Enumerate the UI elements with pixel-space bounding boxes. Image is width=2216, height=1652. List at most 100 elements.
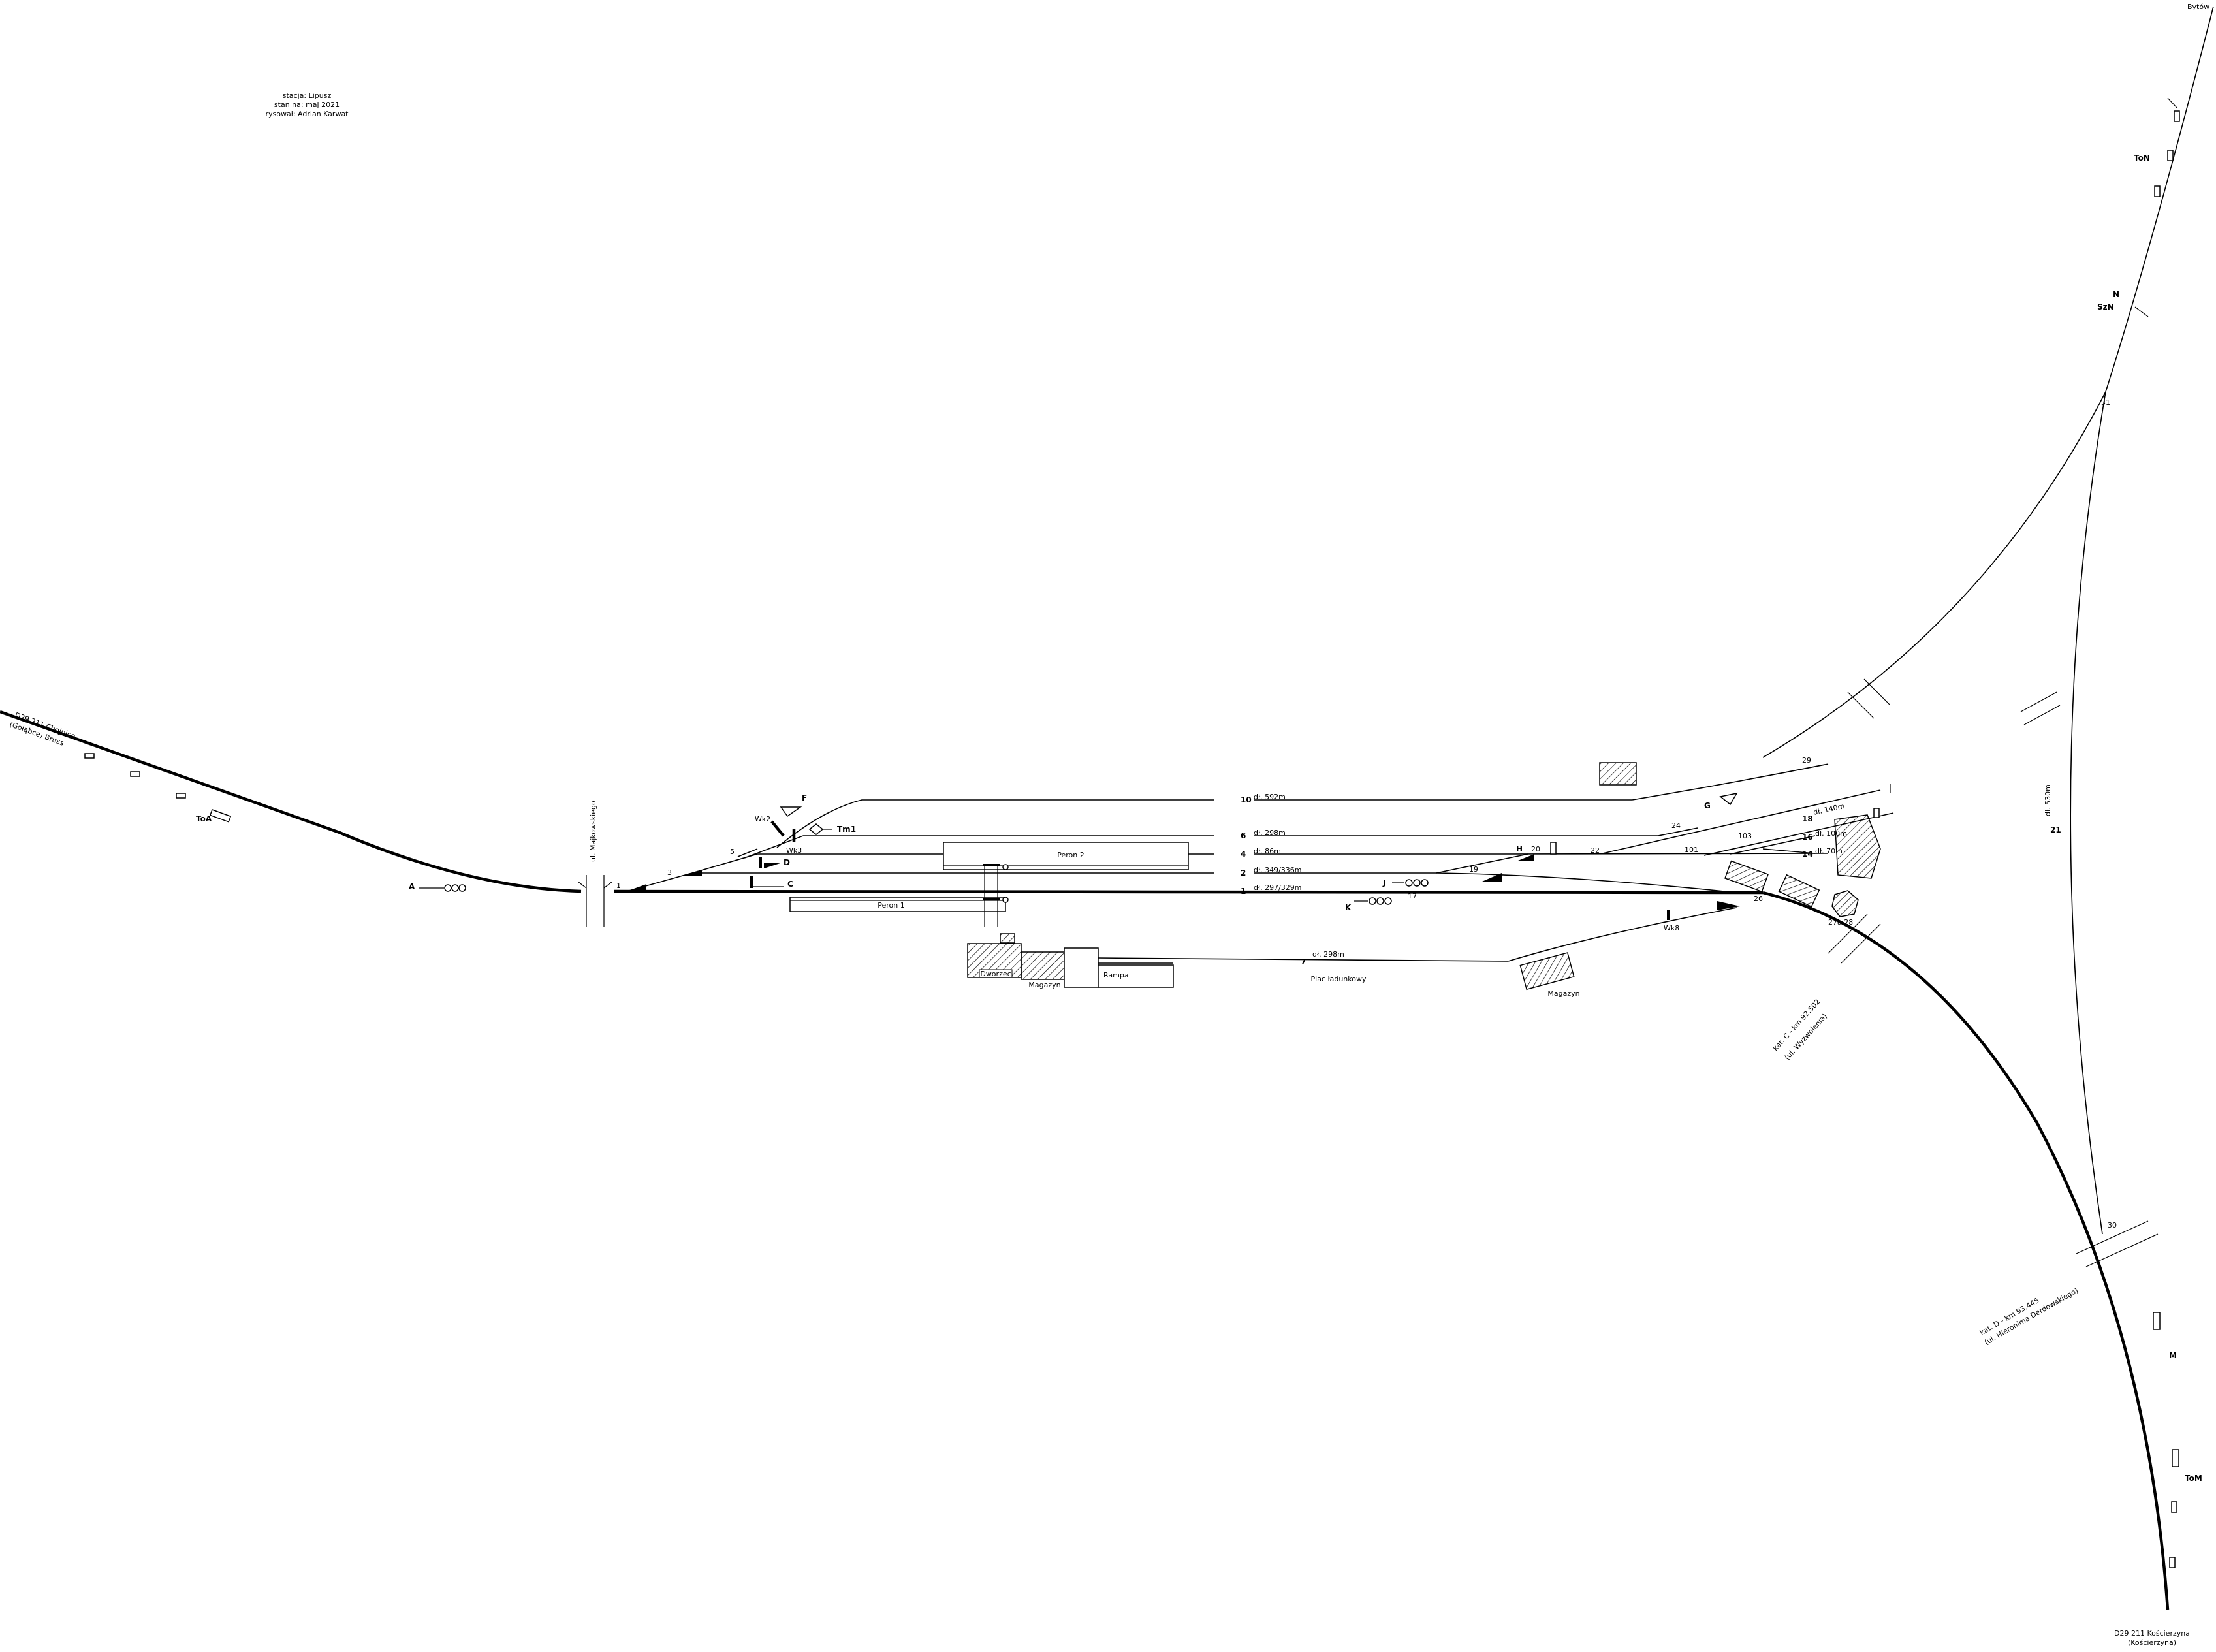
dir-bytow: Bytów	[2187, 3, 2209, 11]
marker	[209, 809, 232, 823]
crossing-majkowskiego	[577, 875, 613, 927]
track-7-length: dł. 298m	[1312, 950, 1344, 959]
signal-Tm1-group: Tm1	[808, 823, 856, 835]
signal-Wk3: Wk3	[786, 846, 802, 855]
signal-K-group: K	[1345, 897, 1392, 912]
track-10-length: dł. 592m	[1254, 793, 1286, 801]
platform-2-label: Peron 2	[1057, 851, 1084, 859]
marker	[130, 771, 140, 777]
signal-F: F	[802, 793, 807, 802]
switch-label-27: 27a 28	[1828, 918, 1853, 927]
signal-A-group: A	[409, 882, 466, 892]
platform-1: Peron 1	[789, 897, 1006, 912]
signal-K: K	[1345, 903, 1352, 912]
switch-label-1: 1	[616, 882, 621, 890]
switch-label-103: 103	[1738, 832, 1752, 840]
switch-label-17: 17	[1408, 892, 1417, 900]
signal-Wk8-group: Wk8	[1664, 910, 1679, 932]
building-rampa: Rampa	[1064, 947, 1174, 988]
signal-ToN: ToN	[2134, 153, 2150, 163]
plac-label: Plac ładunkowy	[1311, 975, 1367, 983]
track-14-length: dł. 70m	[1815, 847, 1843, 855]
bytow-line	[1762, 6, 2214, 1235]
signal-SzN: SzN	[2097, 302, 2114, 311]
signal-Wk2: Wk2	[755, 815, 770, 823]
main-line	[0, 710, 2170, 1610]
marker	[84, 753, 95, 759]
signal-H: H	[1516, 844, 1523, 853]
track-7-id: 7	[1301, 957, 1306, 966]
crossings-east	[1828, 678, 2159, 1267]
switch-label-5: 5	[730, 848, 735, 856]
switch-label-19: 19	[1469, 865, 1478, 874]
building-magazyn-2: Magazyn	[1519, 952, 1580, 998]
switch-label-20: 20	[1531, 845, 1540, 853]
markers-south	[2153, 1312, 2179, 1568]
switch-label-22: 22	[1591, 846, 1600, 855]
platform-2: Peron 2	[943, 842, 1189, 870]
signal-J-group: J	[1382, 878, 1429, 887]
switch-label-26: 26	[1754, 895, 1763, 903]
rampa-label: Rampa	[1103, 971, 1129, 979]
signal-C: C	[787, 880, 793, 889]
track-4-id: 4	[1241, 850, 1246, 859]
signal-J: J	[1382, 878, 1385, 887]
switch-label-101: 101	[1685, 846, 1698, 854]
track-18-id: 18	[1802, 814, 1813, 823]
author-line: rysował: Adrian Karwat	[266, 110, 349, 118]
track-16-id: 16	[1802, 833, 1813, 842]
switch-label-3: 3	[667, 868, 672, 877]
buildings-east	[1599, 762, 1881, 917]
switch-label-24: 24	[1671, 821, 1681, 830]
signal-N: N	[2113, 290, 2119, 299]
marker	[176, 793, 186, 799]
crossing-d-street: (ul. Hieronima Derdowskiego)	[1983, 1286, 2080, 1347]
signal-ToM: ToM	[2185, 1474, 2202, 1483]
signal-C-group: C	[750, 876, 793, 889]
bytow-track	[1762, 6, 2214, 758]
track-21-id: 21	[2050, 825, 2061, 834]
main-track-east	[1762, 891, 2170, 1610]
track-14-id: 14	[1802, 850, 1813, 859]
dir-koscierzyna-2: (Kościerzyna)	[2128, 1638, 2176, 1647]
street-majkowskiego: ul. Majkowskiego	[589, 801, 597, 862]
station-line: stacja: Lipusz	[283, 91, 332, 100]
signal-ToA: ToA	[196, 814, 212, 823]
date-line: stan na: maj 2021	[274, 101, 340, 109]
signal-F-group: F	[780, 793, 807, 818]
dir-koscierzyna-1: D29 211 Kościerzyna	[2114, 1629, 2190, 1638]
track-21-length: dł. 530m	[2044, 784, 2052, 816]
signal-M: M	[2169, 1351, 2177, 1360]
track-10-id: 10	[1241, 795, 1252, 804]
dworzec-label: Dworzec	[980, 970, 1011, 978]
track-6-id: 6	[1241, 831, 1246, 840]
signal-D-group: D	[759, 857, 790, 868]
magazyn-2-label: Magazyn	[1547, 989, 1579, 998]
track-21	[2070, 391, 2106, 1235]
signal-D: D	[784, 858, 790, 867]
track-1-length: dł. 297/329m	[1254, 883, 1302, 892]
main-track-1	[613, 889, 1764, 895]
track-labels: 10 dł. 592m 6 dł. 298m 4 dł. 86m 2 dł. 3…	[1241, 793, 1302, 896]
switch-label-29: 29	[1802, 756, 1811, 765]
building-dworzec: Dworzec	[967, 933, 1022, 978]
signal-Tm1: Tm1	[837, 825, 856, 834]
switch-label-31: 31	[2101, 398, 2110, 407]
switch-label-30: 30	[2108, 1221, 2117, 1230]
track-2-id: 2	[1241, 868, 1246, 878]
info-block: stacja: Lipusz stan na: maj 2021 rysował…	[266, 91, 349, 118]
track-6-length: dł. 298m	[1254, 829, 1286, 837]
signal-A: A	[409, 882, 415, 891]
platform-crossing	[983, 864, 1009, 927]
track-4-length: dł. 86m	[1254, 847, 1281, 855]
signal-Wk8: Wk8	[1664, 924, 1679, 932]
track-2-length: dł. 349/336m	[1254, 866, 1302, 874]
signal-G: G	[1704, 801, 1711, 810]
track-7	[1098, 901, 1740, 964]
platform-1-label: Peron 1	[878, 901, 905, 910]
building-magazyn-1: Magazyn	[1021, 951, 1065, 989]
track-1-id: 1	[1241, 887, 1246, 896]
east-tracks	[1254, 763, 1894, 893]
